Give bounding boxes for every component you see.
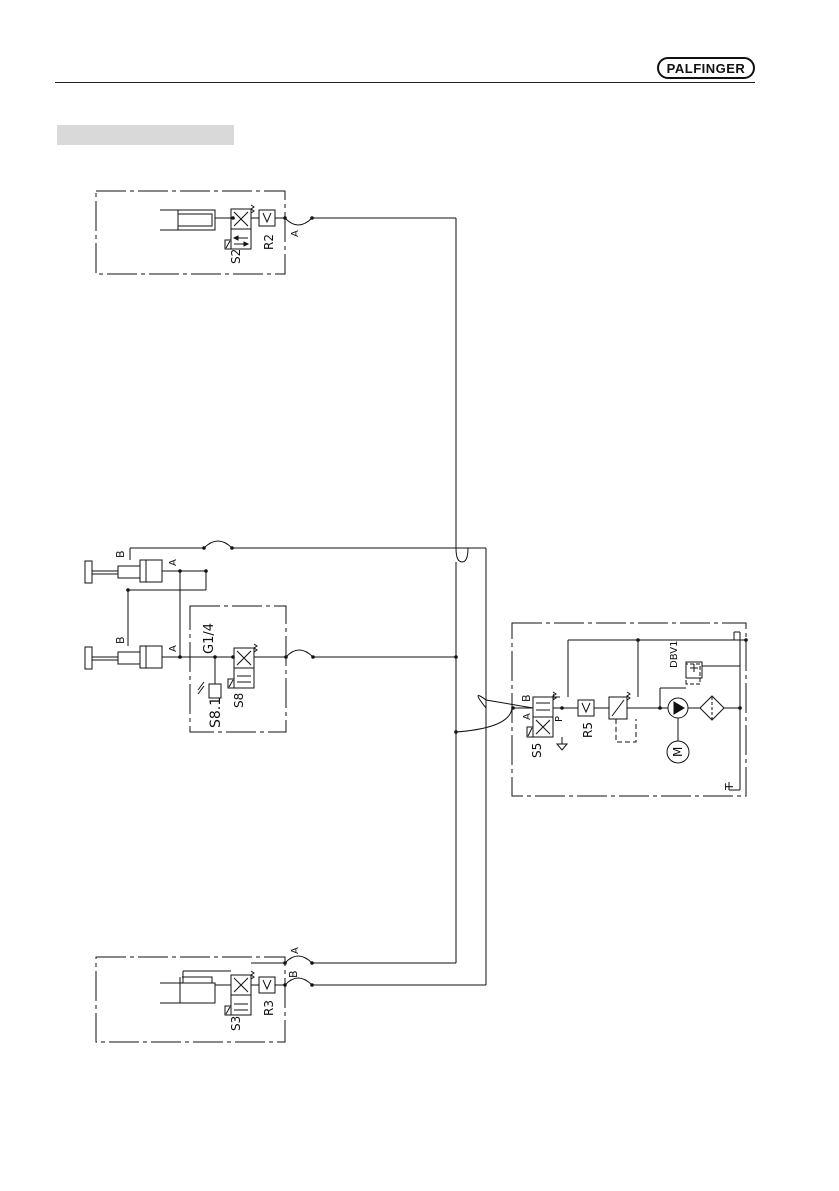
- junction-dots: [126, 216, 748, 987]
- label-top-port: A: [290, 230, 301, 237]
- power-throttle-icon: [578, 700, 594, 716]
- label-bottom-port-a: A: [290, 947, 301, 954]
- bottom-cylinder-icon: [160, 977, 215, 1003]
- label-bottom-throttle: R3: [262, 1000, 276, 1016]
- pressure-switch-icon: [209, 684, 221, 698]
- label-top-throttle: R2: [262, 234, 276, 250]
- bottom-module: [96, 956, 486, 1042]
- bottom-throttle-icon: [259, 977, 275, 993]
- label-pu-valve: S5: [530, 743, 544, 758]
- label-middle-valve: S8: [232, 693, 246, 708]
- top-module: [96, 191, 456, 548]
- label-upper-port-a: A: [168, 559, 179, 566]
- label-pu-port-b: B: [520, 694, 533, 702]
- label-relief-valve: DBV1: [669, 641, 680, 668]
- label-bottom-valve: S3: [229, 1016, 243, 1031]
- label-lower-port-a: A: [168, 645, 179, 652]
- power-unit: [456, 623, 746, 796]
- trunk-lines: [232, 548, 486, 985]
- label-upper-port-b: B: [114, 550, 127, 558]
- top-module-cylinder-icon: [160, 210, 215, 230]
- label-bottom-port-b: B: [287, 970, 300, 978]
- top-module-boundary: [96, 191, 285, 274]
- label-motor: M: [671, 747, 685, 757]
- labels: S2 R2 A B A B A G1/4 S8.1 S8 B T A P S5 …: [114, 230, 736, 1031]
- label-top-valve: S2: [229, 249, 243, 264]
- bottom-module-boundary: [96, 957, 285, 1042]
- label-lower-port-b: B: [114, 636, 127, 644]
- upper-cylinder: [85, 541, 232, 590]
- label-pu-throttle: R5: [581, 722, 595, 738]
- label-thread: G1/4: [202, 623, 217, 654]
- label-pressure-switch: S8.1: [208, 697, 224, 728]
- tank-return-icon: [557, 737, 567, 750]
- label-pu-port-a: A: [522, 713, 533, 720]
- label-pu-port-t: T: [552, 693, 563, 701]
- label-tank: T: [723, 783, 736, 791]
- label-pu-port-p: P: [554, 716, 565, 722]
- top-throttle-icon: [259, 210, 275, 226]
